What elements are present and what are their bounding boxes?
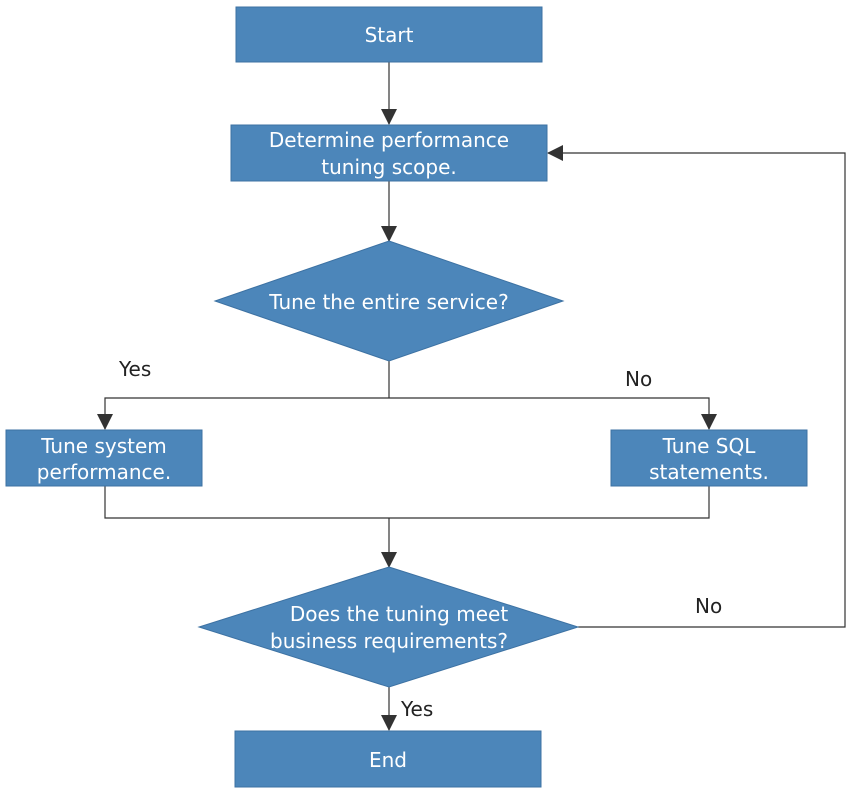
- tune-sql-label-line1: Tune SQL: [662, 434, 757, 458]
- end-label: End: [369, 748, 407, 772]
- edge-requirements-no-loop: [547, 145, 846, 628]
- edge-label-entire-yes: Yes: [118, 357, 151, 381]
- edge-tune-system-merge: [104, 486, 710, 519]
- determine-scope-label-line1: Determine performance: [269, 128, 509, 152]
- decision-requirements-node: Does the tuning meet business requiremen…: [197, 566, 580, 688]
- tune-sql-label-line2: statements.: [649, 460, 769, 484]
- start-node: Start: [235, 6, 543, 63]
- tune-system-node: Tune system performance.: [5, 429, 203, 487]
- edge-to-tune-sql: [389, 397, 717, 430]
- end-node: End: [234, 730, 542, 788]
- tune-system-label-line2: performance.: [37, 460, 171, 484]
- edge-to-tune-system: [97, 397, 389, 430]
- decision-entire-service-label: Tune the entire service?: [268, 290, 508, 314]
- edge-label-requirements-yes: Yes: [400, 697, 433, 721]
- edge-label-entire-no: No: [625, 367, 652, 391]
- edge-label-requirements-no: No: [695, 594, 722, 618]
- decision-requirements-label-line1: Does the tuning meet: [290, 602, 508, 626]
- decision-requirements-label-line2: business requirements?: [270, 629, 508, 653]
- tune-sql-node: Tune SQL statements.: [610, 429, 808, 487]
- decision-entire-service-node: Tune the entire service?: [213, 240, 565, 362]
- tune-system-label-line1: Tune system: [40, 434, 167, 458]
- determine-scope-node: Determine performance tuning scope.: [230, 124, 548, 182]
- connectors: [97, 62, 846, 731]
- start-label: Start: [365, 23, 414, 47]
- determine-scope-label-line2: tuning scope.: [321, 155, 457, 179]
